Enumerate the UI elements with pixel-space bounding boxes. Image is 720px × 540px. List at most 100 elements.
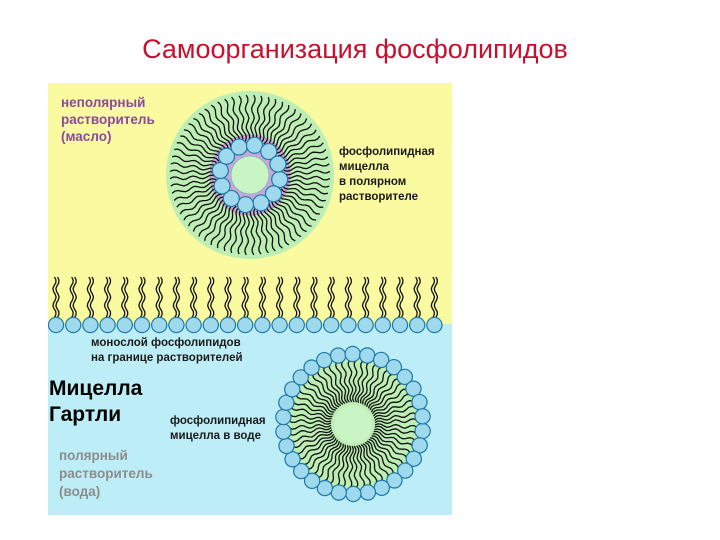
reverse-micelle-tail — [198, 200, 229, 237]
monolayer-head — [133, 316, 151, 334]
reverse-micelle-tail — [280, 188, 324, 208]
reverse-micelle-tail — [176, 188, 219, 208]
reverse-micelle-tail — [183, 129, 223, 157]
water-micelle-head — [278, 394, 295, 411]
reverse-micelle-head — [236, 196, 255, 214]
reverse-micelle-tail — [283, 174, 331, 181]
water-micelle-tail — [371, 435, 408, 459]
water-micelle-tail — [340, 360, 350, 403]
reverse-micelle-tail — [271, 201, 302, 238]
phospholipid-diagram: неполярный растворитель (масло) фосфолип… — [48, 83, 452, 515]
water-micelle-tail — [354, 360, 364, 403]
monolayer-tail — [382, 276, 387, 318]
reverse-micelle-tail — [249, 208, 256, 256]
reverse-micelle-tail — [268, 108, 296, 148]
monolayer-tail — [224, 276, 229, 318]
water-micelle-head — [386, 472, 403, 489]
reverse-micelle-tail — [279, 135, 321, 160]
reverse-micelle-tail — [170, 162, 217, 171]
reverse-micelle-tail — [244, 94, 251, 142]
monolayer-head — [340, 316, 357, 334]
monolayer-tail — [155, 276, 160, 318]
water-micelle-tail — [362, 366, 383, 405]
reverse-micelle-tail — [210, 204, 234, 245]
monolayer-tail — [138, 276, 143, 318]
water-micelle-tail — [290, 407, 332, 420]
reverse-micelle-tail — [180, 135, 221, 159]
water-micelle-tail — [295, 394, 334, 415]
water-micelle-tail — [362, 443, 383, 482]
reverse-micelle-head — [271, 170, 289, 189]
reverse-micelle-tail — [253, 208, 262, 255]
water-micelle-tail — [370, 388, 407, 413]
water-micelle-tail — [303, 437, 337, 466]
water-micelle-tail — [374, 428, 416, 441]
monolayer-tail — [433, 276, 439, 318]
reverse-micelle-tail — [192, 198, 227, 232]
reverse-micelle-tail — [188, 123, 225, 154]
water-micelle-head — [344, 345, 361, 363]
monolayer-tail — [192, 276, 198, 318]
reverse-micelle-tail — [260, 99, 277, 144]
water-micelle-tail — [291, 429, 333, 443]
water-micelle-tail — [366, 440, 395, 474]
water-micelle-tail — [373, 405, 415, 419]
water-micelle-head — [411, 393, 428, 411]
reverse-micelle-tail — [259, 207, 276, 252]
water-micelle-tail — [369, 437, 404, 465]
reverse-micelle-tail — [277, 193, 317, 221]
water-micelle-tail — [296, 433, 335, 455]
reverse-micelle-tail — [237, 208, 246, 255]
water-micelle-tail — [288, 423, 332, 430]
monolayer-label: монослой фосфолипидов на границе раствор… — [91, 337, 243, 364]
monolayer-tail — [430, 276, 436, 318]
water-micelle-head — [278, 437, 295, 455]
water-micelle-tail — [374, 423, 418, 429]
water-micelle-head — [414, 408, 431, 425]
monolayer-heads — [48, 316, 443, 334]
reverse-micelle-tail — [268, 202, 296, 242]
reverse-micelle-tail — [254, 95, 263, 142]
water-micelle-head — [330, 484, 347, 501]
water-micelle-tail — [374, 425, 417, 435]
monolayer-tail — [347, 276, 353, 318]
reverse-micelle-tail — [283, 179, 330, 188]
water-micelle-head — [329, 347, 347, 364]
water-micelle-tail — [369, 382, 403, 411]
water-micelle-tail — [371, 393, 410, 415]
reverse-micelle-tail — [263, 101, 284, 145]
monolayer-tail — [210, 276, 215, 318]
water-micelle-tail — [352, 359, 358, 403]
reverse-micelle-tail — [204, 108, 232, 148]
water-micelle-head — [414, 422, 431, 440]
monolayer-head — [374, 316, 391, 334]
water-micelle-tail — [312, 441, 340, 475]
reverse-micelle-head — [211, 161, 229, 180]
phospholipid-diagram-svg — [48, 83, 452, 515]
water-micelle-tail — [299, 435, 336, 460]
reverse-micelle-tail — [244, 208, 250, 256]
monolayer-tail — [86, 276, 92, 318]
water-micelle-tail — [374, 412, 417, 422]
monolayer-tail — [344, 276, 350, 318]
monolayer-tail — [244, 276, 249, 318]
reverse-micelle-tail — [193, 117, 227, 152]
water-micelle-head — [385, 358, 403, 376]
reverse-micelle-tail — [279, 191, 320, 215]
monolayer-tails — [52, 276, 439, 318]
monolayer-tail — [189, 276, 195, 318]
reverse-micelle-head — [222, 189, 240, 208]
reverse-micelle-tail — [271, 113, 302, 150]
monolayer-head — [236, 316, 254, 334]
water-micelle-tail — [307, 439, 339, 471]
reverse-micelle-tail — [173, 184, 218, 201]
monolayer-head — [168, 316, 185, 334]
monolayer-head — [185, 316, 202, 334]
water-micelle-tail — [360, 444, 378, 484]
water-micelle-tail — [368, 438, 400, 470]
monolayer-tail — [379, 276, 384, 318]
micelle-in-water — [275, 345, 431, 503]
monolayer-tail — [241, 276, 246, 318]
reverse-micelle-head — [269, 155, 287, 173]
monolayer-tail — [89, 276, 95, 318]
